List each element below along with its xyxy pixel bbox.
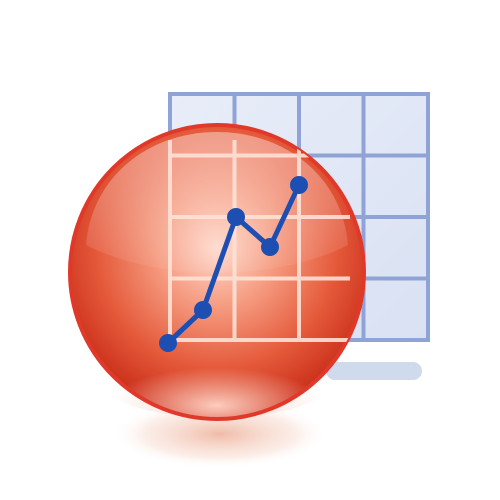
sphere-shadow [112,400,328,468]
graph-marker [194,301,212,319]
line-graph-icon [159,176,308,352]
graph-marker [159,334,177,352]
graph-marker [261,238,279,256]
graph-marker [290,176,308,194]
spreadsheet-shadow [326,362,422,380]
sphere-grid [168,140,350,342]
graph-marker [227,208,245,226]
